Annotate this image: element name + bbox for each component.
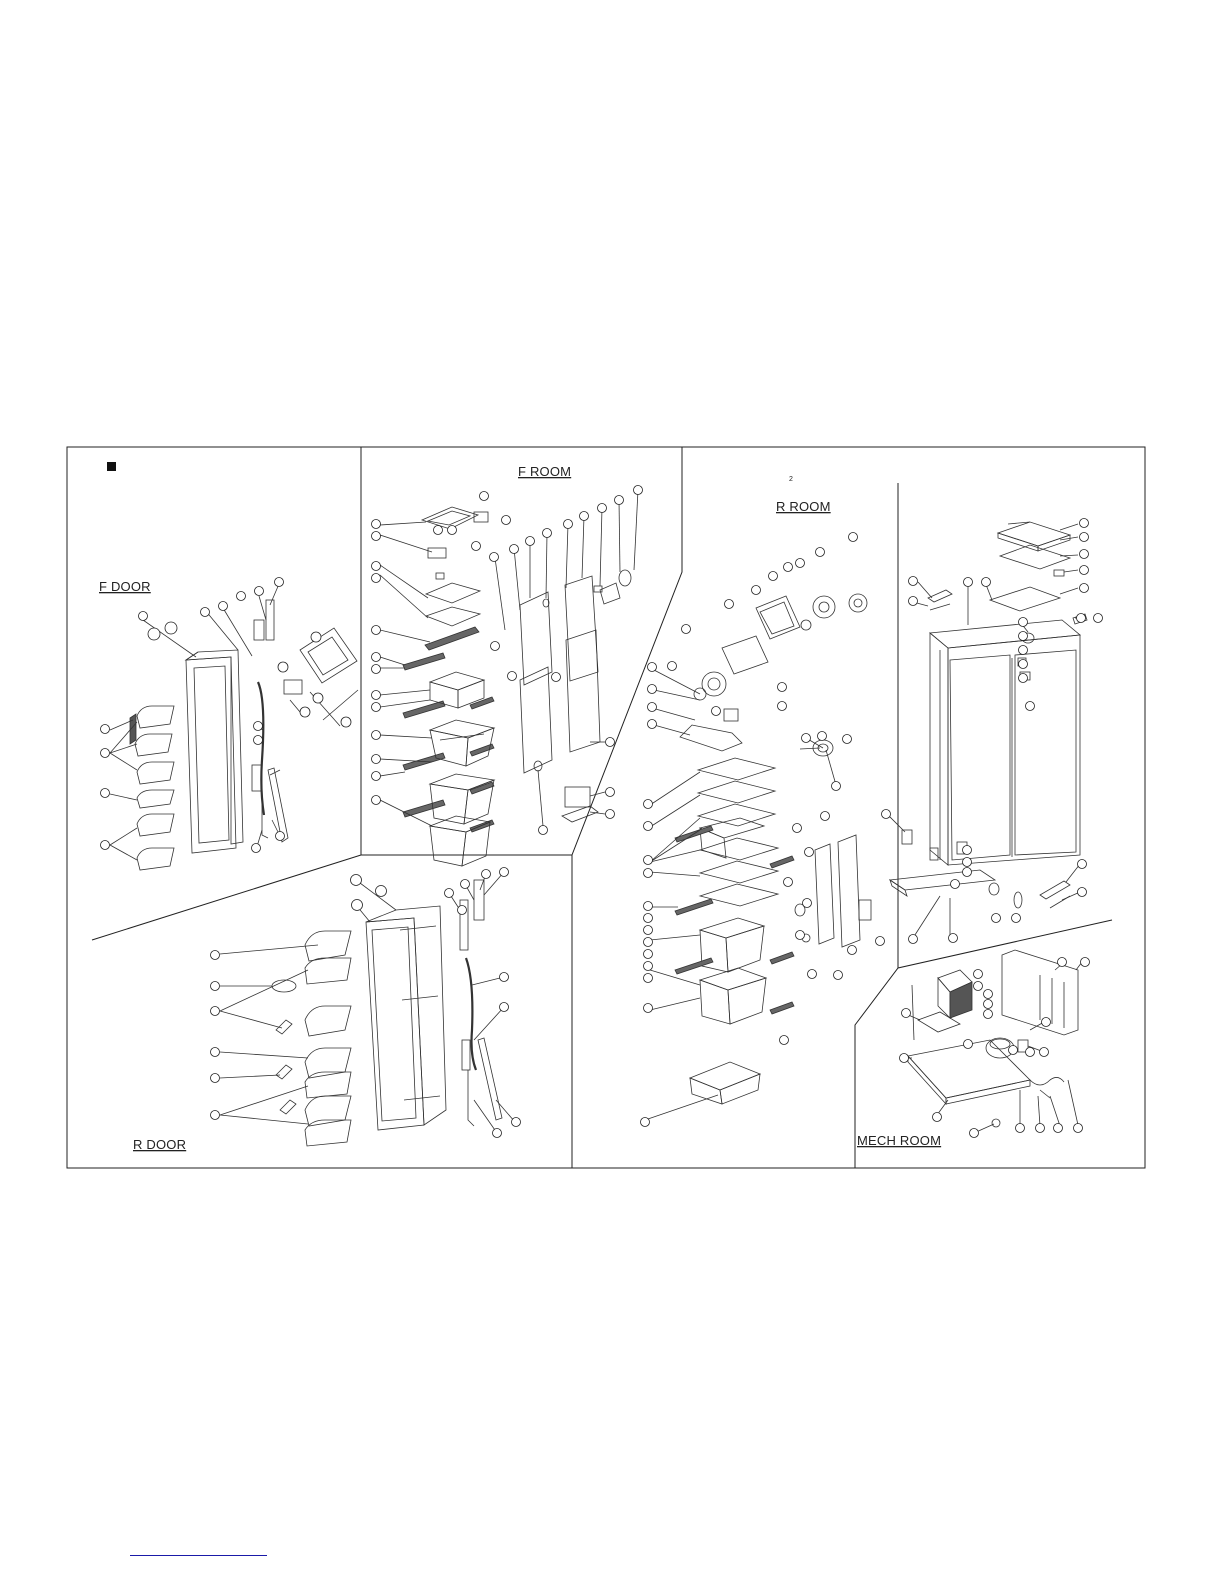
section-label-f-door: F DOOR xyxy=(99,579,151,594)
page-mark: 2 xyxy=(789,476,793,483)
section-label-r-door: R DOOR xyxy=(133,1137,186,1152)
r-room-parts xyxy=(645,594,871,1120)
r-door-parts xyxy=(220,872,515,1146)
mech-room-parts xyxy=(904,950,1082,1133)
mech-room-callouts xyxy=(900,958,1090,1138)
f-room-callouts xyxy=(372,486,643,835)
section-dividers xyxy=(92,447,1112,1168)
f-door-parts xyxy=(110,584,358,870)
section-label-r-room: R ROOM xyxy=(776,499,831,514)
cabinet-callouts xyxy=(882,519,1103,944)
section-label-f-room: F ROOM xyxy=(518,464,571,479)
section-marker-square xyxy=(107,462,116,471)
section-label-mech-room: MECH ROOM xyxy=(857,1133,941,1148)
footer-link-underline[interactable] xyxy=(130,1555,267,1556)
